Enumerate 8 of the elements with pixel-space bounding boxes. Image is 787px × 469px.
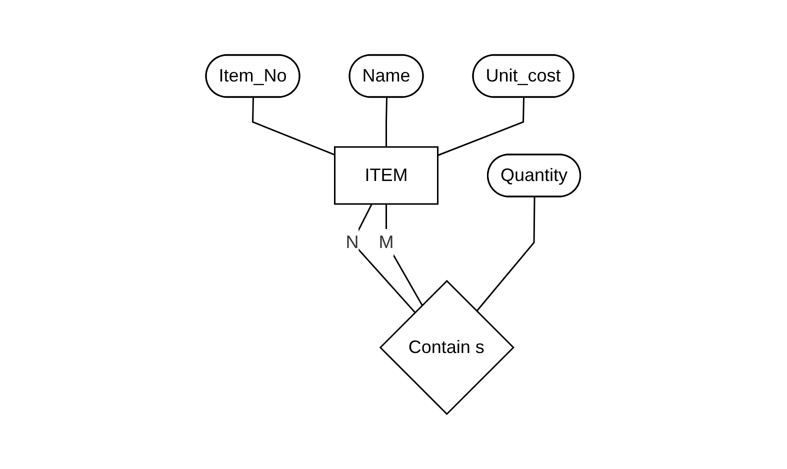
edge-label: M <box>379 232 394 252</box>
node-box: ITEM <box>334 146 439 205</box>
edge-label: N <box>346 232 360 252</box>
connector <box>438 97 525 156</box>
connector <box>476 196 536 312</box>
connector <box>386 97 388 147</box>
connector <box>252 97 336 156</box>
node-diamond: Contain s <box>380 280 515 416</box>
